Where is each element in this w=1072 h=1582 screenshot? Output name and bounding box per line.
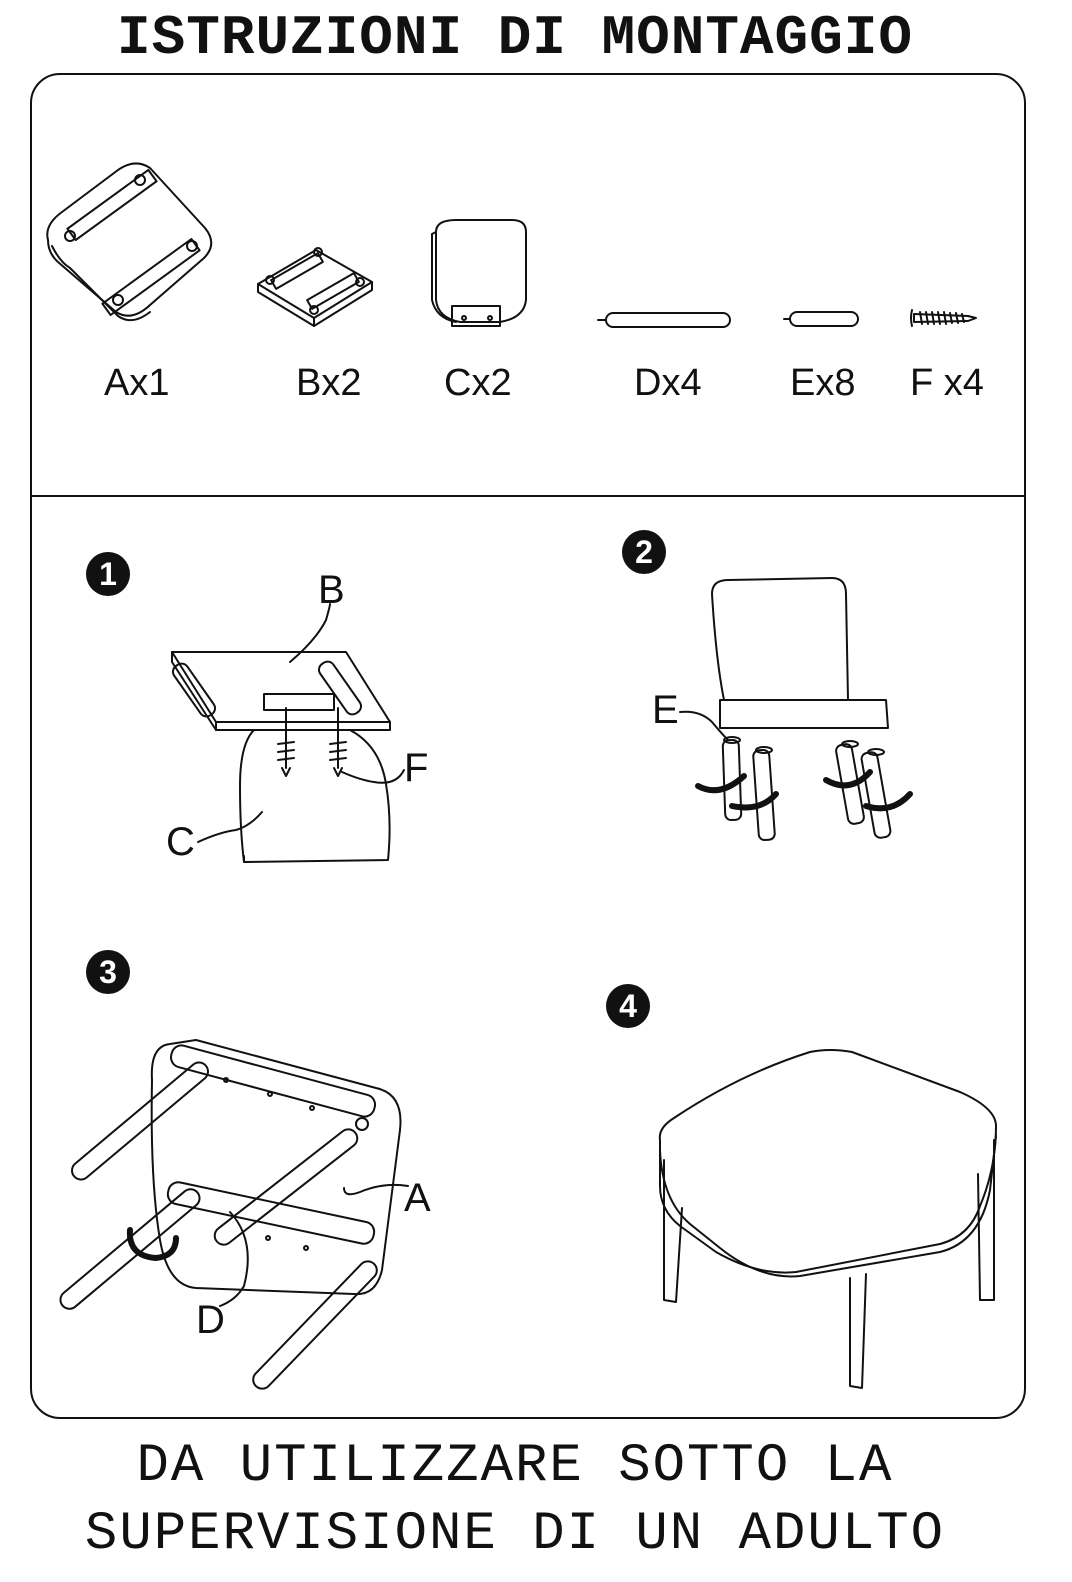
- callout-d: D: [196, 1298, 225, 1342]
- part-label-c: Cx2: [444, 362, 512, 404]
- page-title: ISTRUZIONI DI MONTAGGIO: [117, 6, 913, 70]
- screw-icon: [910, 309, 977, 327]
- step-4-number: 4: [606, 984, 650, 1028]
- bracket-plate-icon: [257, 247, 373, 327]
- part-label-a: Ax1: [104, 362, 170, 404]
- callout-b: B: [318, 568, 345, 612]
- step-1-number: 1: [86, 552, 130, 596]
- callout-a: A: [404, 1176, 431, 1220]
- short-leg-icon: [783, 311, 859, 327]
- instructions-frame: [30, 73, 1026, 1419]
- step-2-illustration: [679, 577, 913, 842]
- backrest-icon: [431, 219, 527, 327]
- part-label-f: F x4: [910, 362, 984, 404]
- callout-c: C: [166, 820, 195, 864]
- step-1-illustration: [171, 603, 405, 863]
- step-4-illustration: [658, 1049, 997, 1389]
- section-divider: [30, 495, 1026, 497]
- step-3-illustration: [59, 1039, 409, 1390]
- part-label-d: Dx4: [634, 362, 702, 404]
- part-label-e: Ex8: [790, 362, 856, 404]
- step-2-number: 2: [622, 530, 666, 574]
- seat-board-icon: [46, 162, 213, 322]
- footer-warning-line-1: DA UTILIZZARE SOTTO LA: [136, 1436, 894, 1497]
- callout-f: F: [404, 746, 429, 790]
- long-leg-icon: [597, 312, 731, 328]
- part-label-b: Bx2: [296, 362, 362, 404]
- step-3-number: 3: [86, 950, 130, 994]
- callout-e: E: [652, 688, 679, 732]
- footer-warning-line-2: SUPERVISIONE DI UN ADULTO: [84, 1504, 946, 1565]
